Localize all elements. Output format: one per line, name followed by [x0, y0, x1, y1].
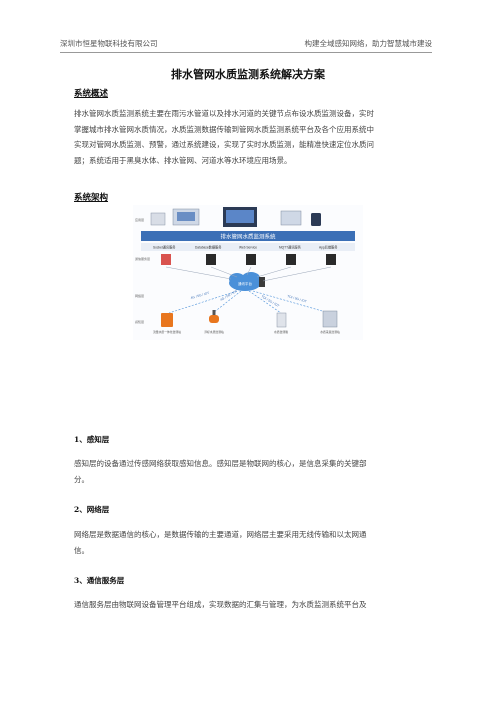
layer-label: 应用层: [135, 217, 144, 222]
server-label: MQTT通讯服务: [279, 245, 302, 250]
device-label: 浮标水质监测站: [204, 330, 224, 334]
computer-icon: [150, 212, 166, 226]
page-header: 深圳市恒星物联科技有限公司 构建全域感知网络，助力智慧城市建设: [60, 38, 432, 53]
server-icon: [259, 277, 265, 287]
overview-line: 实现对管网水质监测、预警，通过系统建设，实现了实时水质监测，能精准快速定位水质问: [74, 140, 374, 149]
layer-paragraph-comm-service: 通信服务层由物联网设备管理平台组成，实现数据的汇集与管理，为水质监测系统平台及: [74, 597, 422, 613]
paragraph-line: 分。: [74, 474, 89, 484]
layer-paragraph-perception: 感知层的设备通过传感网络获取感知信息。感知层是物联网的核心，是信息采集的关键部 …: [74, 456, 422, 487]
server-icon: [326, 254, 336, 265]
layer-heading-perception: 1、感知层: [74, 435, 110, 444]
layer-paragraph-network: 网络层是数据通信的核心，是数据传输的主要通道，网络层主要采用无线传输和以太网通 …: [74, 527, 422, 558]
server-icon: [161, 254, 171, 265]
overview-line: 排水管网水质监测系统主要在雨污水管道以及排水河道的关键节点布设水质监测设备，实时: [74, 109, 374, 118]
device-label: 水质监测箱: [274, 330, 288, 334]
monitor-box-device: [276, 312, 287, 328]
paragraph-line: 网络层是数据通信的核心，是数据传输的主要通道，网络层主要采用无线传输和以太网通: [74, 530, 367, 539]
server-label: Socket通讯服务: [153, 245, 176, 250]
link-label: TOI / 5G / IOT: [287, 294, 308, 303]
layer-heading-comm-service: 3、通信服务层: [74, 576, 125, 585]
header-right: 构建全域感知网络，助力智慧城市建设: [304, 39, 433, 48]
monitor-screen: [226, 210, 254, 223]
overview-line: 掌握城市排水管网水质情况，水质监测数据传输到管网水质监测系统平台及各个应用系统中: [74, 124, 374, 134]
server-row: [141, 243, 355, 251]
device-label: 水质采集监测站: [320, 330, 340, 334]
server-icon: [246, 254, 256, 265]
monitor-screen: [177, 212, 195, 221]
server-icon: [206, 254, 216, 265]
layer-label: 感知层: [135, 319, 144, 324]
layer-label: 网络层: [135, 293, 144, 298]
cloud-label: 通讯平台: [238, 281, 252, 286]
layer-heading-network: 2、网络层: [74, 505, 110, 514]
architecture-diagram: 排水管网水质监测系统 应用层 通信服务层 网络层 感知层 Socket通讯服务 …: [133, 205, 363, 340]
architecture-svg: 排水管网水质监测系统 应用层 通信服务层 网络层 感知层 Socket通讯服务 …: [135, 207, 355, 334]
section-heading-overview: 系统概述: [74, 89, 109, 99]
banner-label: 排水管网水质监测系统: [220, 233, 276, 241]
paragraph-line: 通信服务层由物联网设备管理平台组成，实现数据的汇集与管理，为水质监测系统平台及: [74, 600, 367, 609]
cabinet-device: [322, 310, 338, 328]
phone-icon: [311, 213, 321, 226]
paragraph-line: 信。: [74, 545, 89, 555]
server-label: Web Service: [239, 246, 257, 250]
server-icon: [286, 254, 296, 265]
server-label: Database数据服务: [195, 245, 222, 250]
layer-label: 通信服务层: [135, 256, 150, 261]
section-heading-architecture: 系统架构: [74, 193, 109, 203]
overview-paragraph: 排水管网水质监测系统主要在雨污水管道以及排水河道的关键节点布设水质监测设备，实时…: [74, 106, 422, 168]
device-orange-station: [161, 313, 173, 327]
page-title: 排水管网水质监测系统解决方案: [171, 68, 325, 81]
device-label: 流量水质一体化监测站: [153, 330, 181, 334]
link-label: 4G / 5G / IOT: [190, 291, 210, 300]
server-label: App后端服务: [319, 245, 338, 250]
overview-line: 题；系统适用于黑臭水体、排水管网、河道水等水环境应用场景。: [74, 155, 292, 165]
buoy-device: [209, 315, 219, 323]
paragraph-line: 感知层的设备通过传感网络获取感知信息。感知层是物联网的核心，是信息采集的关键部: [74, 459, 367, 468]
tablet-icon: [280, 210, 302, 226]
system-banner: [141, 231, 355, 241]
header-left: 深圳市恒星物联科技有限公司: [60, 39, 158, 48]
